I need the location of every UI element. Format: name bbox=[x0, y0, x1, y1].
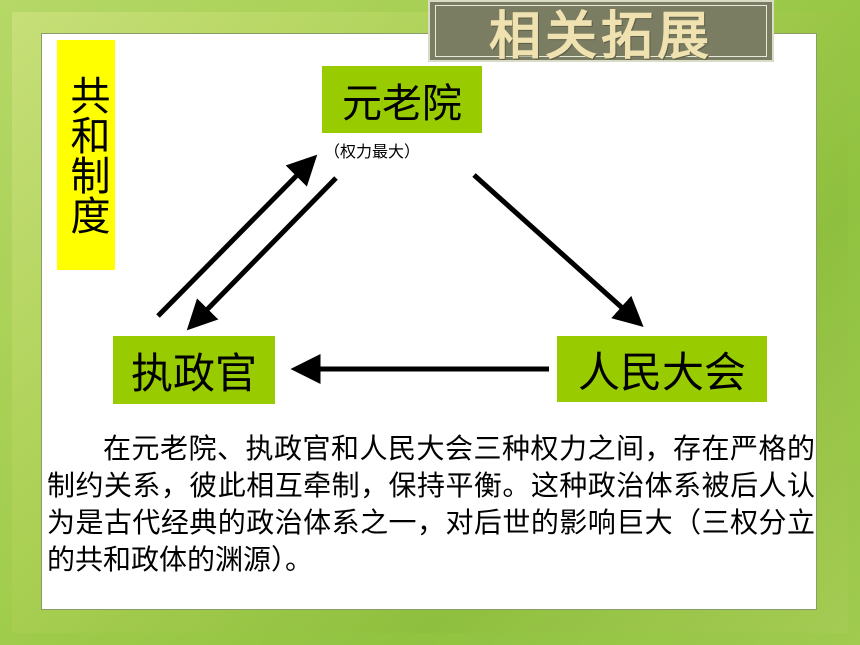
header-title: 相关拓展 bbox=[488, 6, 713, 67]
node-assembly: 人民大会 bbox=[557, 336, 767, 402]
header-inner-border bbox=[435, 5, 767, 57]
header-banner: 相关拓展 bbox=[428, 0, 774, 67]
arrow-senate-to-consul bbox=[186, 176, 338, 331]
node-consul: 执政官 bbox=[113, 336, 275, 404]
node-senate: 元老院 bbox=[322, 66, 482, 133]
senate-note: （权力最大） bbox=[324, 142, 421, 161]
arrow-senate-to-assembly bbox=[472, 173, 644, 328]
description-paragraph: 在元老院、执政官和人民大会三种权力之间，存在严格的制约关系，彼此相互牵制，保持平… bbox=[47, 432, 815, 576]
side-label-republic-system: 共和制度 bbox=[57, 40, 115, 270]
arrow-consul-to-senate bbox=[156, 154, 318, 318]
